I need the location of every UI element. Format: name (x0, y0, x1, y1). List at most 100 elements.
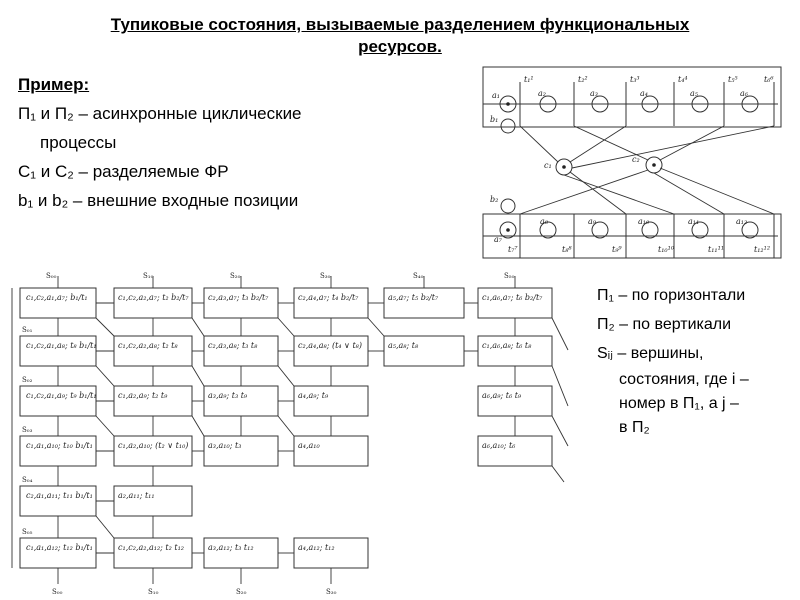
state-box-s33 (293, 435, 369, 467)
label-a6: a₆ (740, 89, 749, 98)
state-s02-text: c₁,c₂,a₁,a₉; t₉ b₁/t₁ (26, 391, 97, 400)
label-a3: a₃ (590, 89, 598, 98)
state-s41-text: a₅,a₈; t₈ (388, 341, 419, 350)
row-label-s02: S₀₂ (22, 376, 33, 384)
label-a11: a₁₁ (688, 217, 699, 226)
state-box-s32 (293, 385, 369, 417)
state-s22-text: a₃,a₉; t₃ t₉ (208, 391, 248, 400)
right-text-block: П₁ – по горизонтали П₂ – по вертикали Sᵢ… (597, 281, 797, 440)
col-header-s00: S₀₀ (46, 272, 57, 280)
label-t6: t₆⁶ (764, 75, 774, 84)
col-header-s20: S₂₀ (230, 272, 241, 280)
label-c2: c₂ (632, 155, 640, 164)
place-a6 (741, 95, 759, 113)
label-b2: b₂ (490, 195, 498, 204)
top-transition-bars (519, 82, 775, 126)
bottom-label-s10: S₁₀ (148, 588, 159, 596)
label-t12: t₁₂¹² (754, 245, 770, 254)
place-a4 (641, 95, 659, 113)
state-s00-text: c₁,c₂,a₁,a₇; b₁/t₁ (26, 293, 88, 302)
title-line-1: Тупиковые состояния, вызываемые разделен… (110, 15, 690, 34)
inputs-line: b₁ и b₂ – внешние входные позиции (18, 191, 299, 210)
label-b1: b₁ (490, 115, 498, 124)
processes-line-cont: процессы (40, 133, 117, 152)
state-graph-figure: c₁,c₂,a₁,a₇; b₁/t₁ c₁,c₂,a₂,a₇; t₂ b₂/t₇… (11, 272, 569, 596)
place-b1 (500, 118, 516, 134)
label-a8: a₈ (540, 217, 549, 226)
bottom-label-s00: S₀₀ (52, 588, 63, 596)
state-s03-text: c₁,a₁,a₁₀; t₁₀ b₁/t₁ (26, 441, 93, 450)
state-s53-text: a₆,a₁₀; t₆ (482, 441, 516, 450)
row-label-s05: S₀₅ (22, 528, 33, 536)
state-s33-text: a₄,a₁₀ (298, 441, 320, 450)
state-s04-text: c₂,a₁,a₁₁; t₁₁ b₁/t₁ (26, 491, 93, 500)
p2-line: П₂ – по вертикали (597, 316, 732, 333)
place-a1 (499, 95, 517, 113)
bottom-label-s30: S₃₀ (326, 588, 337, 596)
label-t7: t₇⁷ (508, 245, 518, 254)
state-box-s31 (293, 335, 369, 367)
state-s40-text: a₅,a₇; t₅ b₂/t₇ (388, 293, 439, 302)
row-label-s03: S₀₃ (22, 426, 33, 434)
label-t11: t₁₁¹¹ (708, 245, 724, 254)
processes-line: П₁ и П₂ – асинхронные циклические (18, 104, 302, 123)
state-s14-text: a₂,a₁₁; t₁₁ (118, 491, 155, 500)
place-a11 (691, 221, 709, 239)
bottom-transition-bars (519, 214, 775, 258)
label-a4: a₄ (640, 89, 648, 98)
place-a9 (591, 221, 609, 239)
place-a2 (539, 95, 557, 113)
place-a10 (641, 221, 659, 239)
place-a8 (539, 221, 557, 239)
label-t2: t₂² (578, 75, 588, 84)
label-a9: a₉ (588, 217, 597, 226)
state-box-s04 (19, 485, 97, 517)
state-box-s01 (19, 335, 97, 367)
state-box-s30 (293, 287, 369, 319)
sij-line-3: номер в П₁, а j – (619, 395, 739, 412)
bottom-label-s20: S₂₀ (236, 588, 247, 596)
row-label-s01: S₀₁ (22, 326, 33, 334)
state-s10-text: c₁,c₂,a₂,a₇; t₂ b₂/t₇ (118, 293, 189, 302)
resources-line: C₁ и C₂ – разделяемые ФР (18, 162, 229, 181)
label-c1: c₁ (544, 161, 552, 170)
label-t9: t₉⁹ (612, 245, 622, 254)
place-a7 (499, 221, 517, 239)
state-box-s53 (477, 435, 553, 467)
p1-line: П₁ – по горизонтали (597, 287, 746, 304)
state-s35-text: a₄,a₁₂; t₁₂ (298, 543, 335, 552)
label-t5: t₅⁵ (728, 75, 738, 84)
state-s32-text: a₄,a₉; t₉ (298, 391, 329, 400)
state-s13-text: c₁,a₂,a₁₀; (t₂ ∨ t₁₀) (118, 441, 188, 450)
state-s01-text: c₁,c₂,a₁,a₈; t₈ b₁/t₁ (26, 341, 97, 350)
col-header-s40: S₄₀ (413, 272, 424, 280)
state-s25-text: a₃,a₁₂; t₃ t₁₂ (208, 543, 254, 552)
state-s31-text: c₂,a₄,a₈; (t₄ ∨ t₈) (298, 341, 362, 350)
sij-line: Sᵢⱼ – вершины, (597, 345, 704, 362)
left-text-block: Пример: П₁ и П₂ – асинхронные циклически… (18, 70, 368, 215)
label-a7: a₇ (494, 235, 503, 244)
label-a10: a₁₀ (638, 217, 650, 226)
sij-line-2: состояния, где i – (619, 371, 749, 388)
state-s15-text: c₁,c₂,a₂,a₁₂; t₂ t₁₂ (118, 543, 184, 552)
petri-net-figure: a₁ a₂ a₃ a₄ a₅ a₆ t₁¹ t₂² t₃³ t₄⁴ t₅⁵ t₆… (482, 66, 782, 259)
col-header-s30: S₃₀ (320, 272, 331, 280)
label-a12: a₁₂ (736, 217, 747, 226)
sij-line-4: в П₂ (619, 419, 650, 436)
label-t3: t₃³ (630, 75, 640, 84)
slide-title: Тупиковые состояния, вызываемые разделен… (40, 14, 760, 58)
state-s52-text: a₆,a₉; t₆ t₉ (482, 391, 522, 400)
place-a5 (691, 95, 709, 113)
state-s50-text: c₁,a₆,a₇; t₆ b₂/t₇ (482, 293, 543, 302)
label-t4: t₄⁴ (678, 75, 688, 84)
state-box-s50 (477, 287, 553, 319)
place-a3 (591, 95, 609, 113)
state-s23-text: a₃,a₁₀; t₃ (208, 441, 241, 450)
col-header-s50: S₅₀ (504, 272, 515, 280)
state-box-s12 (113, 385, 193, 417)
label-a5: a₅ (690, 89, 699, 98)
label-t8: t₈⁸ (562, 245, 572, 254)
state-box-s21 (203, 335, 279, 367)
state-s21-text: c₂,a₃,a₈; t₃ t₈ (208, 341, 258, 350)
col-header-s10: S₁₀ (143, 272, 154, 280)
